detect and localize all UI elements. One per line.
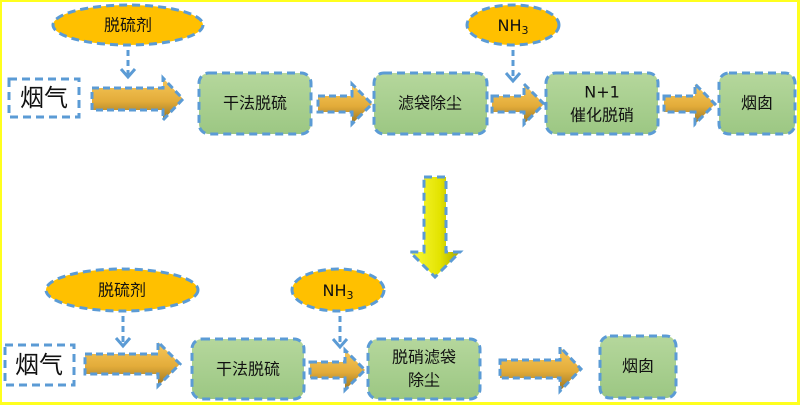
reagent-label: NH3 xyxy=(498,16,529,38)
step-dry-desulfurization-top: 干法脱硫 xyxy=(197,71,313,136)
improved-process: 脱硫剂 烟气 干法脱硫 NH3 脱硝滤袋 xyxy=(3,267,678,401)
input-flue-gas-bottom: 烟气 xyxy=(3,343,76,387)
reagent-label: 脱硫剂 xyxy=(104,16,152,35)
flow-arrow-icon xyxy=(316,80,375,128)
step-label: 催化脱硝 xyxy=(570,106,634,125)
dashed-feed-arrow-icon xyxy=(504,50,522,84)
input-label: 烟气 xyxy=(20,84,68,112)
step-label: 脱硝滤袋 xyxy=(392,348,456,367)
step-label: N+1 xyxy=(584,83,620,102)
step-label: 烟囱 xyxy=(741,94,773,113)
dashed-feed-arrow-icon xyxy=(331,316,349,350)
input-flue-gas-top: 烟气 xyxy=(7,77,81,119)
step-label: 干法脱硫 xyxy=(216,360,280,379)
flow-arrow-icon xyxy=(90,74,186,124)
flow-arrow-icon xyxy=(83,338,183,390)
input-label: 烟气 xyxy=(15,351,63,379)
dashed-feed-arrow-icon xyxy=(114,316,132,349)
flow-arrow-icon xyxy=(308,346,368,394)
step-chimney-top: 烟囱 xyxy=(717,71,797,136)
reagent-ammonia-top: NH3 xyxy=(465,3,561,47)
step-label: 滤袋除尘 xyxy=(398,94,462,113)
step-bag-filter-top: 滤袋除尘 xyxy=(372,71,489,136)
reagent-label: NH3 xyxy=(323,281,354,303)
reagent-ammonia-bottom: NH3 xyxy=(290,267,386,313)
original-process: 脱硫剂 烟气 干法脱硫 滤袋除尘 xyxy=(7,3,797,136)
reagent-desulfurizer-bottom: 脱硫剂 xyxy=(44,267,200,313)
step-dry-desulfurization-bottom: 干法脱硫 xyxy=(190,337,306,401)
step-label: 干法脱硫 xyxy=(223,94,287,113)
step-chimney-bottom: 烟囱 xyxy=(598,334,678,400)
step-denitrification-bag-filter-bottom: 脱硝滤袋 除尘 xyxy=(366,337,482,401)
step-label: 除尘 xyxy=(408,371,440,390)
transition-down-arrow-icon xyxy=(406,175,464,280)
step-catalytic-denitrification-top: N+1 催化脱硝 xyxy=(544,71,660,136)
flow-arrow-icon xyxy=(490,80,547,128)
reagent-desulfurizer-top: 脱硫剂 xyxy=(51,3,205,47)
step-label: 烟囱 xyxy=(622,357,654,376)
flow-arrow-icon xyxy=(662,80,718,128)
reagent-label: 脱硫剂 xyxy=(98,281,146,300)
dashed-feed-arrow-icon xyxy=(119,50,137,80)
flow-arrow-icon xyxy=(498,343,584,395)
